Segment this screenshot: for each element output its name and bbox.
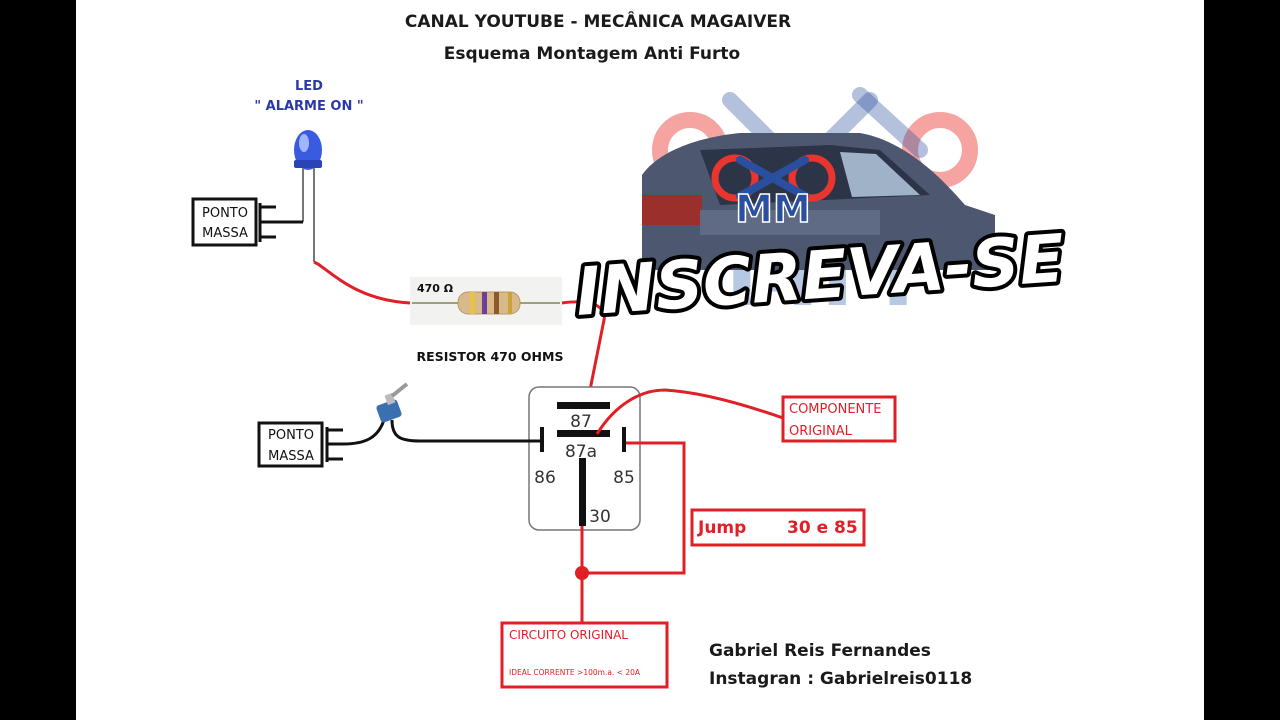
relay-pin-87a-label: 87a (565, 442, 597, 462)
relay-pin-85-bar (622, 427, 626, 452)
wrench-icon (852, 87, 928, 158)
page-subtitle: Esquema Montagem Anti Furto (444, 44, 740, 64)
resistor-value-label: 470 Ω (417, 282, 454, 295)
componente-original-box: COMPONENTE ORIGINAL (781, 395, 897, 443)
left-black-bar (0, 0, 76, 720)
ground-switch-line2: MASSA (268, 449, 314, 464)
relay-body (528, 386, 641, 531)
ground-switch-line1: PONTO (268, 428, 314, 443)
componente-line1: COMPONENTE (789, 402, 881, 417)
componente-line2: ORIGINAL (789, 424, 853, 439)
wire-led-to-resistor (313, 260, 411, 305)
wire-resistor-to-relay (561, 300, 606, 401)
wire-switch-to-86 (390, 419, 540, 443)
diagram-canvas (76, 0, 1204, 720)
mecanica-magaiver-logo: MM MM INSCREVA-SE INSCREVA-SE (569, 87, 1071, 335)
relay-pin-86-label: 86 (534, 468, 556, 488)
wire-jump-85-30 (582, 441, 686, 575)
resistor-caption: RESISTOR 470 OHMS (417, 349, 564, 364)
jump-label: Jump (697, 518, 746, 538)
circuito-original-box: CIRCUITO ORIGINAL IDEAL CORRENTE >100m.a… (500, 621, 669, 689)
right-black-bar (1204, 0, 1280, 720)
led-status-label: " ALARME ON " (254, 99, 363, 114)
logo-monogram: MM (735, 187, 811, 231)
circuito-note: IDEAL CORRENTE >100m.a. < 20A (509, 668, 641, 677)
relay-pin-87-label: 87 (570, 412, 592, 432)
ground-top-line2: MASSA (202, 226, 248, 241)
relay-pin-85-label: 85 (613, 468, 635, 488)
relay-pin-86-bar (540, 427, 544, 452)
jump-box: Jump 30 e 85 (690, 508, 866, 547)
circuito-label: CIRCUITO ORIGINAL (509, 628, 628, 642)
ground-top-line1: PONTO (202, 206, 248, 221)
relay-pin-30-bar (579, 458, 586, 526)
car-icon (642, 133, 995, 270)
wire-87a-to-componente (595, 388, 784, 435)
jump-pins-label: 30 e 85 (787, 518, 858, 538)
led-label: LED (295, 79, 323, 94)
page-title: CANAL YOUTUBE - MECÂNICA MAGAIVER (405, 10, 791, 32)
relay-pin-87a-bar (557, 430, 610, 437)
junction-dot (575, 566, 589, 580)
ground-block-top: PONTO MASSA (191, 197, 276, 247)
author-instagram: Instagran : Gabrielreis0118 (709, 669, 972, 689)
mm-monogram: MM (711, 154, 836, 232)
toggle-switch-icon (342, 382, 409, 446)
ground-block-switch: PONTO MASSA (257, 421, 343, 468)
author-name: Gabriel Reis Fernandes (709, 641, 931, 661)
relay-pin-87-bar (557, 402, 610, 409)
blue-led-icon (294, 130, 322, 262)
relay-pin-30-label: 30 (589, 507, 611, 527)
resistor-icon (410, 277, 562, 325)
